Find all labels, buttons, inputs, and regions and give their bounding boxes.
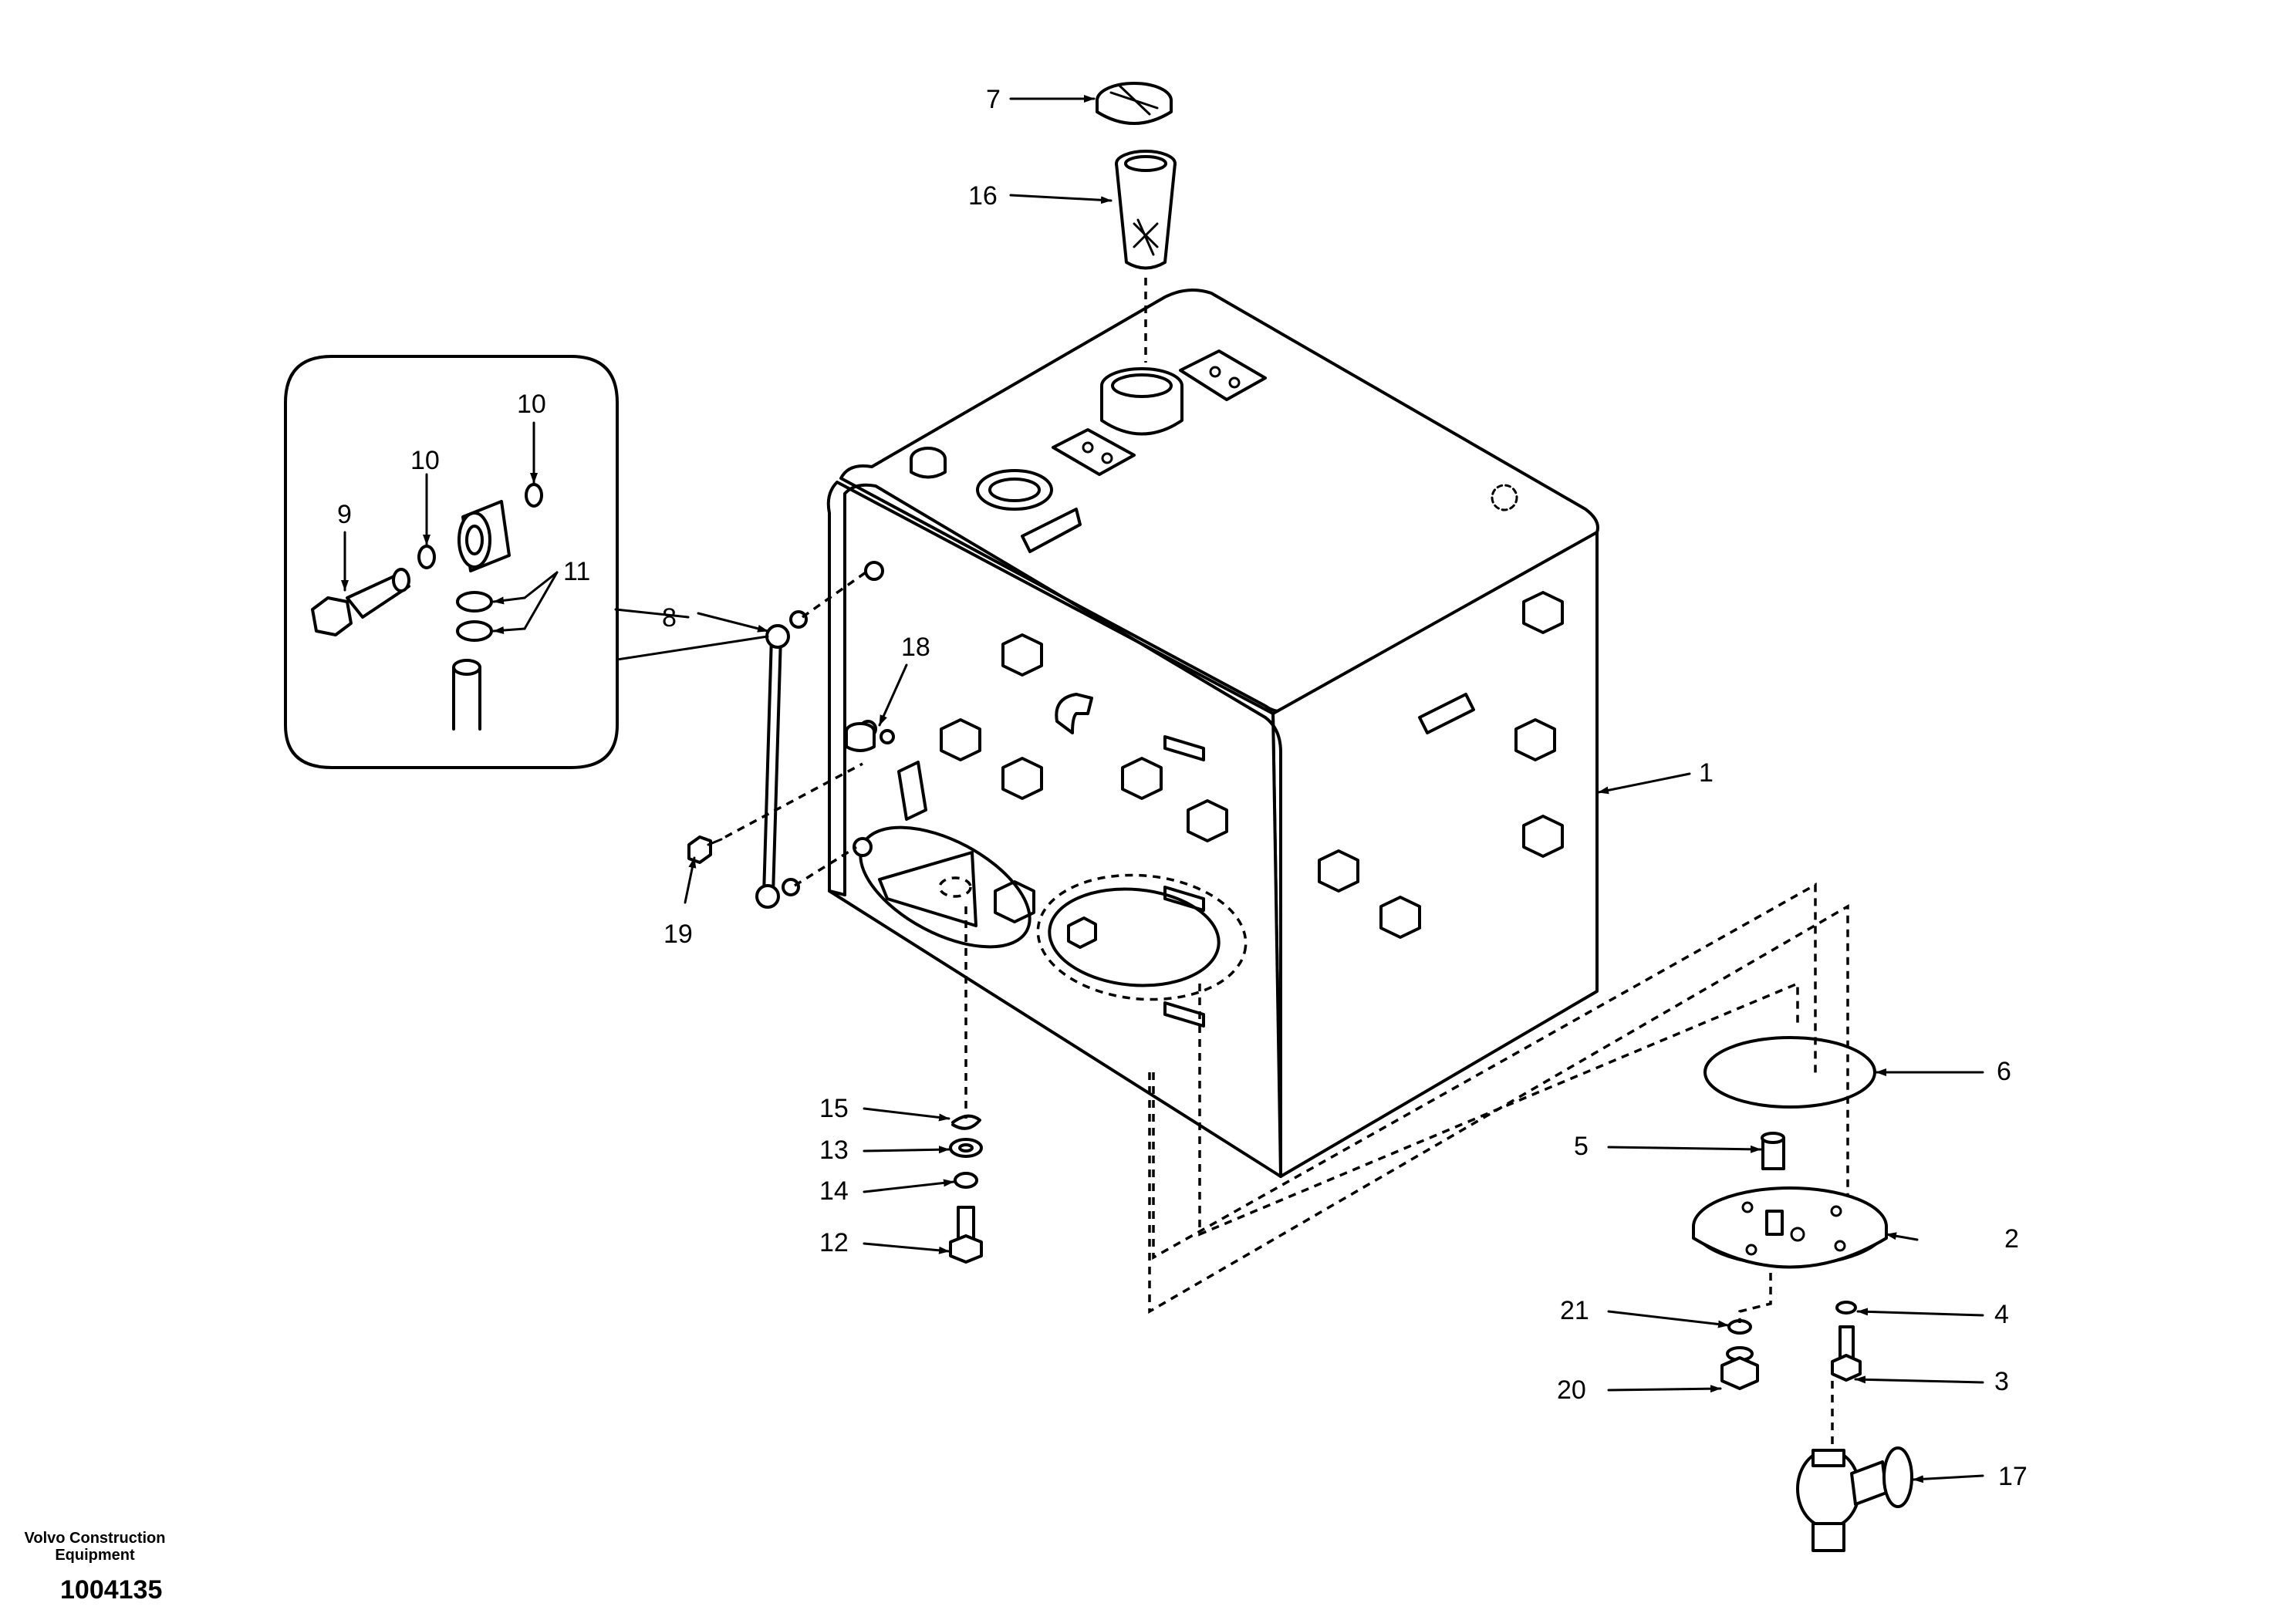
leader-lines <box>341 95 1984 1483</box>
drain-fasteners <box>949 906 983 1264</box>
callout-2: 2 <box>2004 1224 2019 1254</box>
callout-16: 16 <box>968 181 998 211</box>
callout-labels: 7 16 1 6 5 2 4 3 17 21 20 15 13 14 12 18… <box>337 85 2028 1491</box>
callout-17: 17 <box>1998 1462 2028 1491</box>
callout-5: 5 <box>1574 1132 1589 1161</box>
drawing-number: 1004135 <box>60 1575 162 1605</box>
callout-8: 8 <box>662 603 677 633</box>
strainer <box>1115 150 1177 270</box>
callout-11: 11 <box>563 557 590 586</box>
cover-assembly <box>1692 1036 1888 1390</box>
callout-10-right: 10 <box>517 390 546 419</box>
level-gauge <box>687 569 895 909</box>
callout-6: 6 <box>1997 1057 2011 1086</box>
cover-outline-3 <box>1148 903 1849 1315</box>
callout-3: 3 <box>1994 1367 2009 1396</box>
callout-18: 18 <box>901 633 930 662</box>
callout-12: 12 <box>819 1228 849 1257</box>
callout-1: 1 <box>1699 758 1714 788</box>
callout-21: 21 <box>1560 1296 1589 1325</box>
company-name-line1: Volvo Construction <box>25 1530 166 1547</box>
company-name-line2: Equipment <box>55 1547 135 1564</box>
callout-14: 14 <box>819 1176 849 1206</box>
callout-13: 13 <box>819 1136 849 1165</box>
detail-inset <box>284 355 619 769</box>
hydraulic-tank <box>826 289 1599 1178</box>
callout-4: 4 <box>1994 1300 2009 1329</box>
drain-valve <box>1796 1381 1913 1552</box>
callout-7: 7 <box>986 85 1001 114</box>
filler-cap <box>1096 82 1173 125</box>
callout-20: 20 <box>1557 1375 1586 1405</box>
callout-10-left: 10 <box>410 446 440 475</box>
callout-9: 9 <box>337 500 352 529</box>
callout-19: 19 <box>663 920 693 949</box>
callout-15: 15 <box>819 1094 849 1123</box>
